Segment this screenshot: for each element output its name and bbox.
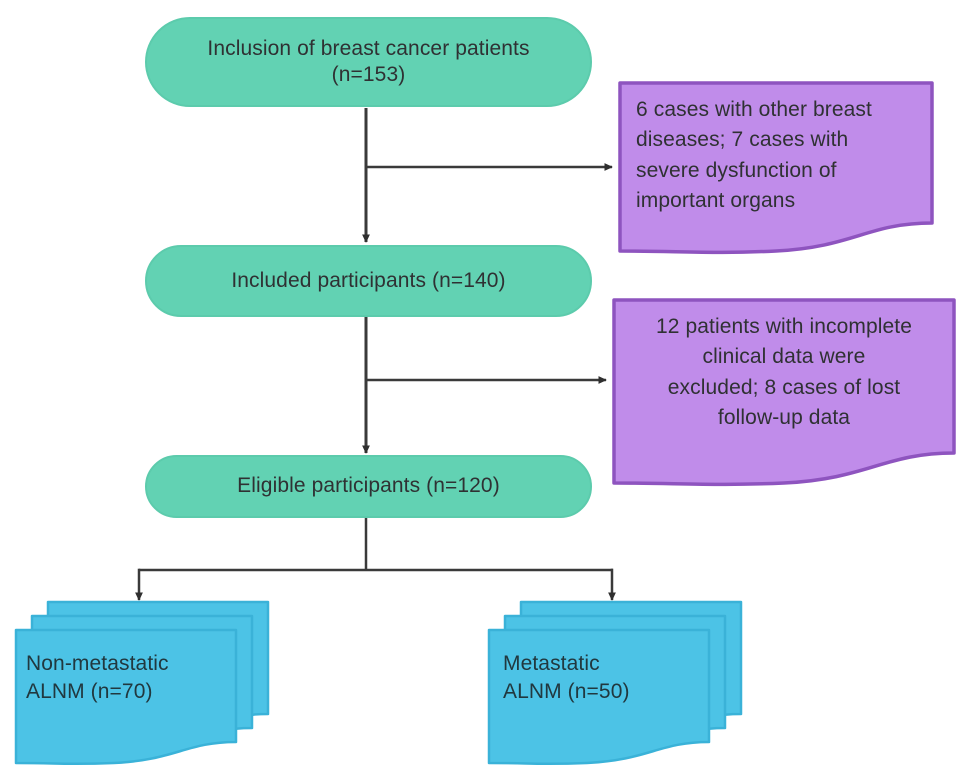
node-inclusion-text: Inclusion of breast cancer patients (n=1… <box>207 36 529 89</box>
exclusion-1-line1: 6 cases with other breast <box>636 98 872 121</box>
outcome-non-metastatic-line1: Non-metastatic <box>26 652 169 675</box>
exclusion-2-line4: follow-up data <box>717 406 851 430</box>
node-included-participants[interactable]: Included participants (n=140) <box>145 245 592 317</box>
node-outcome-metastatic[interactable]: Metastatic ALNM (n=50) <box>485 596 745 766</box>
node-inclusion-line2: (n=153) <box>331 63 406 86</box>
node-eligible-label: Eligible participants (n=120) <box>237 474 500 498</box>
connector-eligible-split <box>135 518 616 601</box>
outcome-non-metastatic-text: Non-metastatic ALNM (n=70) <box>16 630 236 742</box>
outcome-non-metastatic-shape <box>14 600 270 766</box>
node-eligible-participants[interactable]: Eligible participants (n=120) <box>145 455 592 518</box>
exclusion-1-text: 6 cases with other breast diseases; 7 ca… <box>618 81 934 256</box>
node-inclusion-line1: Inclusion of breast cancer patients <box>207 36 530 60</box>
outcome-metastatic-text: Metastatic ALNM (n=50) <box>489 630 709 742</box>
node-exclusion-1[interactable]: 6 cases with other breast diseases; 7 ca… <box>618 81 934 256</box>
node-outcome-non-metastatic[interactable]: Non-metastatic ALNM (n=70) <box>12 596 272 766</box>
outcome-metastatic-line1: Metastatic <box>503 652 600 675</box>
outcome-non-metastatic-line2: ALNM (n=70) <box>26 680 153 704</box>
exclusion-1-line3: severe dysfunction of <box>636 158 837 182</box>
exclusion-2-shape <box>612 298 956 487</box>
exclusion-2-line3: excluded; 8 cases of lost <box>667 375 901 399</box>
node-inclusion[interactable]: Inclusion of breast cancer patients (n=1… <box>145 17 592 107</box>
exclusion-1-line4: important organs <box>636 189 796 213</box>
exclusion-2-line1: 12 patients with incomplete <box>655 315 912 338</box>
exclusion-2-text: 12 patients with incomplete clinical dat… <box>612 298 956 490</box>
node-included-label: Included participants (n=140) <box>231 268 506 292</box>
exclusion-1-line2: diseases; 7 cases with <box>636 128 849 152</box>
exclusion-1-shape <box>618 81 934 255</box>
outcome-metastatic-line2: ALNM (n=50) <box>503 680 630 704</box>
node-exclusion-2[interactable]: 12 patients with incomplete clinical dat… <box>612 298 956 490</box>
exclusion-2-line2: clinical data were <box>702 345 866 369</box>
outcome-metastatic-shape <box>487 600 743 766</box>
